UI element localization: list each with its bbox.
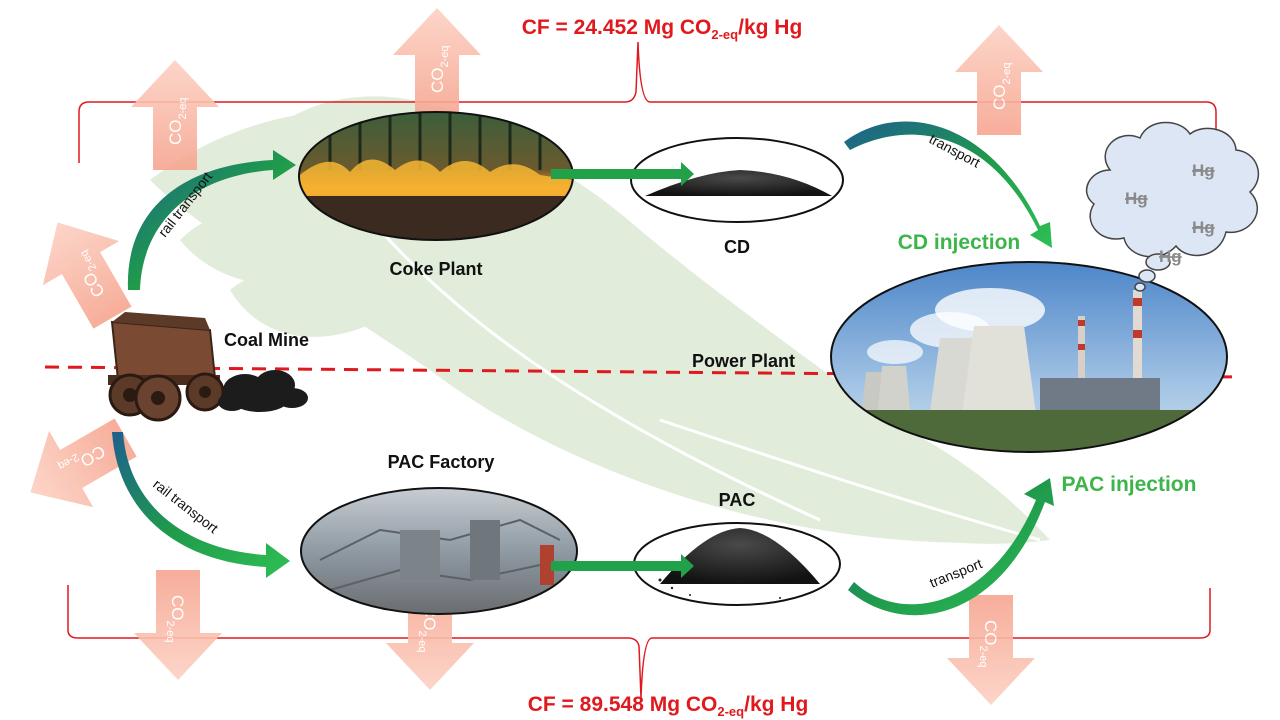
transport-arrows [112,121,1054,616]
pac-factory-label: PAC Factory [388,452,495,472]
co2-arrow-shape [131,60,219,170]
co2-arrow-shape [393,8,481,118]
power-plant-label: Power Plant [692,351,795,371]
pac-transport-arrow [848,478,1054,616]
cf-top-label: CF = 24.452 Mg CO2-eq/kg Hg [522,16,803,42]
top-bracket [78,41,1217,163]
cd-injection-label: CD injection [898,231,1021,254]
leaf-shape [180,207,360,285]
co2-emission-arrow-icon: CO2-eq [955,25,1043,135]
co2-arrow-label: CO2-eq [977,620,1000,668]
co2-emission-arrow-icon: CO2-eq [42,222,132,329]
thought-cloud-icon [1085,121,1260,292]
cf-bottom-label: CF = 89.548 Mg CO2-eq/kg Hg [528,693,809,719]
co2-arrow-label: CO2-eq [166,97,189,145]
pac-factory-image [300,487,578,615]
co2-arrow-shape [42,222,132,329]
coal-mine-label: Coal Mine [224,330,309,350]
flow-arrow-coke-to-cd [551,162,694,186]
co2-emission-arrows: CO2-eqCO2-eqCO2-eqCO2-eqCO2-eqCO2-eqCO2-… [30,8,1043,705]
co2-arrow-shape [30,418,137,508]
co2-arrow-shape [947,595,1035,705]
pac-injection-label: PAC injection [1062,473,1197,496]
co2-emission-arrow-icon: CO2-eq [393,8,481,118]
leaf-shape [640,389,1050,544]
power-plant-image [830,261,1228,453]
co2-emission-arrow-icon: CO2-eq [947,595,1035,705]
rail-arrow-top [127,150,296,290]
coke-plant-image [298,111,574,241]
pac-label: PAC [719,490,756,510]
co2-emission-arrow-icon: CO2-eq [134,570,222,680]
cd-transport-arrow [844,121,1052,248]
hg-label: Hg [1192,161,1215,180]
leaf-vein [378,228,821,522]
co2-arrow-label: CO2-eq [428,45,451,93]
co2-arrow-shape [955,25,1043,135]
cd-label: CD [724,237,750,257]
flow-arrow-icon [551,162,694,578]
leaf-shape [230,266,380,337]
rail-arrow-bottom [112,432,290,578]
mine-cart-icon [108,312,308,422]
bottom-bracket [67,585,1211,699]
hg-label: Hg [1192,218,1215,237]
co2-emission-arrow-icon: CO2-eq [131,60,219,170]
co2-arrow-shape [134,570,222,680]
flow-arrow-pacf-to-pac [551,554,694,578]
coke-plant-label: Coke Plant [389,259,482,279]
pac-image [633,522,841,606]
hg-labels: Hg Hg Hg Hg [1125,161,1215,266]
hg-label: Hg [1125,189,1148,208]
hg-label: Hg [1159,247,1182,266]
leaf-vein [659,418,1041,542]
cd-image [630,137,844,223]
co2-emission-arrow-icon: CO2-eq [30,418,137,508]
co2-arrow-label: CO2-eq [164,595,187,643]
co2-arrow-label: CO2-eq [990,62,1013,110]
